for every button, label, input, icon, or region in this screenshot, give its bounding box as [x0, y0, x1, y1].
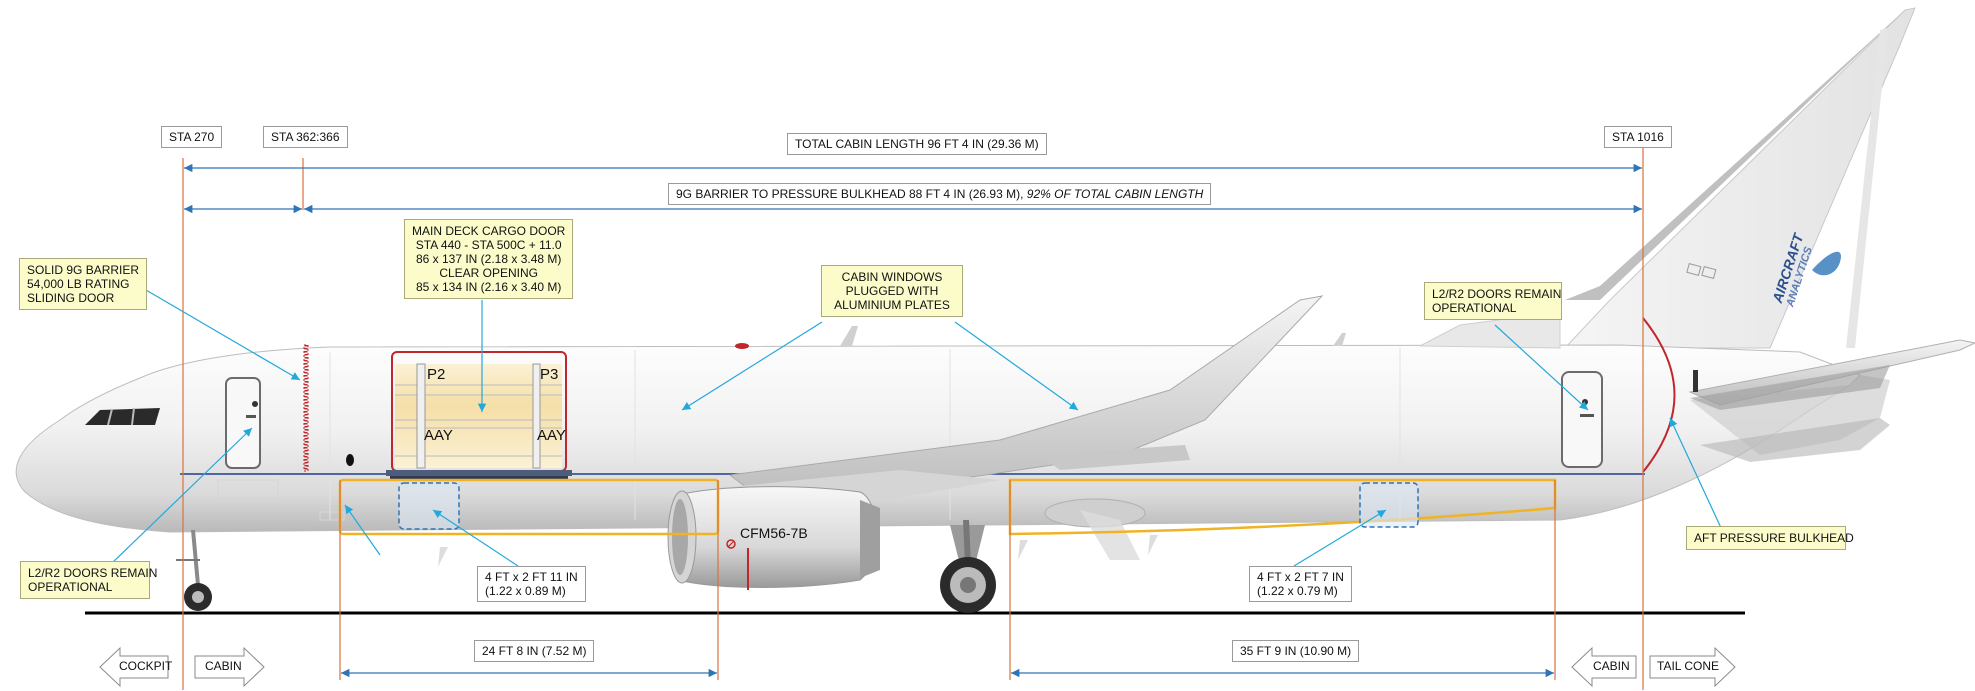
- station-label-1016: STA 1016: [1604, 126, 1672, 148]
- cabin-windows-line-2: PLUGGED WITH: [845, 284, 939, 298]
- aft-hold-door-callout: 4 FT x 2 FT 7 IN (1.22 x 0.79 M): [1249, 566, 1352, 602]
- aft-doors-line-1: L2/R2 DOORS REMAIN: [1432, 287, 1562, 301]
- section-label-cabin-forward: CABIN: [205, 659, 242, 673]
- aft-doors-callout: L2/R2 DOORS REMAIN OPERATIONAL: [1424, 282, 1562, 320]
- cargo-door-line-5: 85 x 134 IN (2.16 x 3.40 M): [415, 280, 562, 294]
- cabin-windows-line-1: CABIN WINDOWS: [841, 270, 943, 284]
- pallet-label-p3: P3: [540, 366, 559, 383]
- nose-gear: [176, 529, 212, 611]
- barrier-to-bulkhead-percent: 92% OF TOTAL CABIN LENGTH: [1026, 187, 1204, 201]
- aft-doors-line-2: OPERATIONAL: [1432, 301, 1517, 315]
- total-cabin-length-label: TOTAL CABIN LENGTH 96 FT 4 IN (29.36 M): [787, 133, 1047, 155]
- section-label-cabin-aft: CABIN: [1593, 659, 1630, 673]
- main-deck-cargo-door: [386, 351, 572, 480]
- cargo-door-callout: MAIN DECK CARGO DOOR STA 440 - STA 500C …: [404, 219, 574, 299]
- section-label-tail-cone: TAIL CONE: [1657, 659, 1720, 673]
- cockpit-windows: [85, 408, 160, 425]
- forward-doors-line-2: OPERATIONAL: [28, 580, 113, 594]
- aft-hold-door: [1359, 482, 1419, 528]
- forward-door: [225, 377, 261, 469]
- cabin-windows-line-3: ALUMINIUM PLATES: [834, 298, 950, 312]
- barrier-to-bulkhead-label: 9G BARRIER TO PRESSURE BULKHEAD 88 FT 4 …: [668, 183, 1212, 205]
- logo-swoosh-icon: [1812, 251, 1841, 276]
- station-label-270: STA 270: [161, 126, 223, 148]
- aft-hold-door-line-2: (1.22 x 0.79 M): [1257, 584, 1338, 598]
- forward-hold-door-line-2: (1.22 x 0.89 M): [485, 584, 566, 598]
- aft-cargo-hold: [1008, 478, 1557, 536]
- barrier-callout: SOLID 9G BARRIER 54,000 LB RATING SLIDIN…: [19, 258, 148, 310]
- cabin-forward-arrow: [194, 646, 265, 688]
- main-gear: [940, 510, 1140, 613]
- barrier-to-bulkhead-text: 9G BARRIER TO PRESSURE BULKHEAD 88 FT 4 …: [676, 187, 1027, 201]
- aft-hold-door-line-1: 4 FT x 2 FT 7 IN: [1257, 570, 1344, 584]
- forward-hold-door: [398, 482, 460, 530]
- cabin-aft-arrow: [1571, 646, 1637, 688]
- station-label-362: STA 362:366: [263, 126, 348, 148]
- cargo-door-line-3: 86 x 137 IN (2.18 x 3.48 M): [415, 252, 562, 266]
- vertical-stabilizer: [1563, 7, 1916, 349]
- pallet-label-p2: P2: [427, 366, 446, 383]
- forward-doors-line-1: L2/R2 DOORS REMAIN: [28, 566, 158, 580]
- cabin-windows-callout: CABIN WINDOWS PLUGGED WITH ALUMINIUM PLA…: [821, 265, 963, 317]
- aft-door: [1561, 371, 1603, 468]
- engine-label: CFM56-7B: [740, 525, 808, 541]
- barrier-line-1: SOLID 9G BARRIER: [27, 263, 140, 277]
- engine-warning-icon: [726, 539, 736, 549]
- barrier-line-3: SLIDING DOOR: [27, 291, 115, 305]
- forward-hold-door-callout: 4 FT x 2 FT 11 IN (1.22 x 0.89 M): [477, 566, 586, 602]
- aft-bulkhead-callout: AFT PRESSURE BULKHEAD: [1686, 526, 1854, 550]
- barrier-line-2: 54,000 LB RATING: [27, 277, 130, 291]
- pallet-label-aay-2: AAY: [537, 427, 566, 444]
- aft-pressure-bulkhead: [1642, 317, 1676, 473]
- section-label-cockpit: COCKPIT: [119, 659, 173, 673]
- cargo-door-line-4: CLEAR OPENING: [439, 266, 539, 280]
- tail-cone-arrow: [1649, 646, 1736, 688]
- forward-hold-length-label: 24 FT 8 IN (7.52 M): [474, 640, 595, 662]
- forward-doors-callout: L2/R2 DOORS REMAIN OPERATIONAL: [20, 561, 158, 599]
- cargo-door-line-2: STA 440 - STA 500C + 11.0: [415, 238, 562, 252]
- cockpit-arrow: [99, 646, 169, 688]
- forward-hold-door-line-1: 4 FT x 2 FT 11 IN: [485, 570, 578, 584]
- aft-hold-length-label: 35 FT 9 IN (10.90 M): [1232, 640, 1360, 662]
- pallet-label-aay-1: AAY: [424, 427, 453, 444]
- cargo-door-line-1: MAIN DECK CARGO DOOR: [412, 224, 566, 238]
